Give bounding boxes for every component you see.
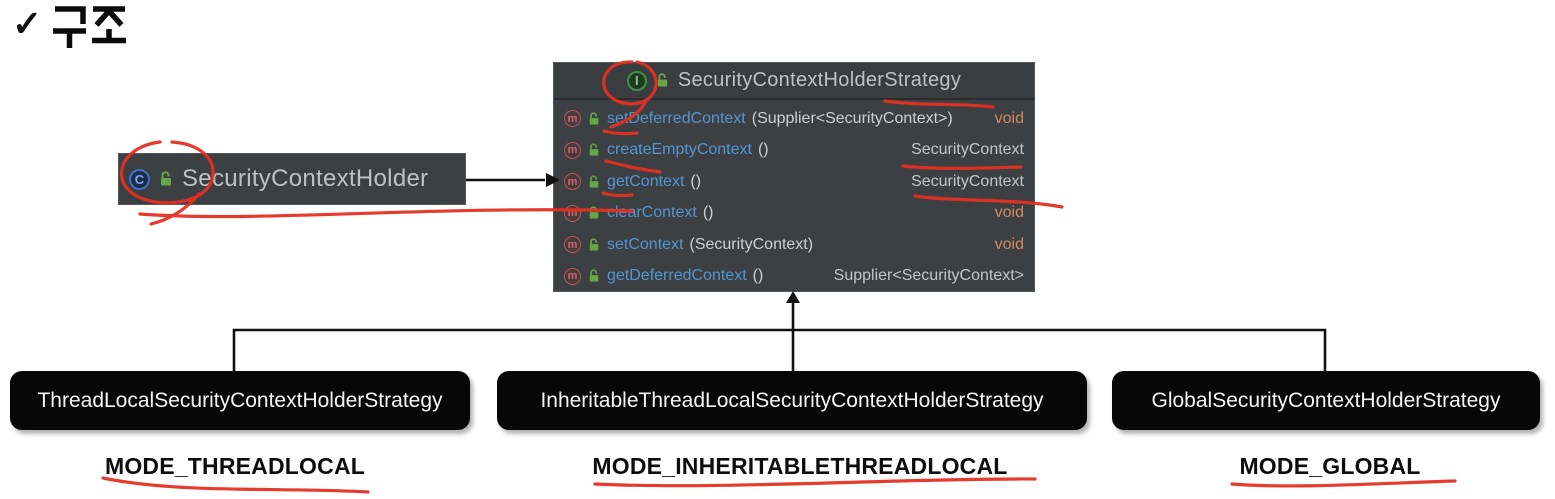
impl-name: InheritableThreadLocalSecurityContextHol… [540,388,1044,412]
method-icon: m [564,110,581,128]
mode-label-threadlocal: MODE_THREADLOCAL [104,452,366,479]
method-row-setdeferredcontext[interactable]: m setDeferredContext (Supplier<SecurityC… [554,103,1034,135]
impl-name: GlobalSecurityContextHolderStrategy [1151,388,1501,412]
method-name: getDeferredContext [607,267,747,285]
method-name: setDeferredContext [607,109,746,127]
impl-name: ThreadLocalSecurityContextHolderStrategy [37,388,443,412]
annotation-underline-mode-global [1230,479,1457,488]
method-return-type: void [994,109,1024,127]
class-name: SecurityContextHolder [182,165,429,192]
method-params: (SecurityContext) [689,235,814,253]
method-return-type: void [994,204,1024,222]
impl-node-inheritablethreadlocal[interactable]: InheritableThreadLocalSecurityContextHol… [497,371,1087,430]
unlocked-icon [588,143,600,157]
interface-name: SecurityContextHolderStrategy [677,69,962,91]
method-name: setContext [607,235,684,253]
method-params: () [690,172,702,190]
method-icon: m [564,141,581,159]
method-icon: m [564,204,581,222]
method-params: () [702,204,714,222]
method-icon: m [564,236,581,254]
method-icon: m [564,173,581,191]
unlocked-icon [588,269,600,283]
method-return-type: void [994,235,1024,253]
method-row-getdeferredcontext[interactable]: m getDeferredContext () Supplier<Securit… [554,261,1034,293]
method-row-clearcontext[interactable]: m clearContext () void [554,198,1034,230]
interface-header: I SecurityContextHolderStrategy [554,63,1034,100]
interface-node-securitycontextholderstrategy[interactable]: I SecurityContextHolderStrategy m setDef… [553,62,1035,292]
impl-node-global[interactable]: GlobalSecurityContextHolderStrategy [1112,371,1540,430]
method-row-setcontext[interactable]: m setContext (SecurityContext) void [554,229,1034,261]
method-icon: m [564,267,581,285]
class-node-securitycontextholder[interactable]: C SecurityContextHolder [118,153,466,205]
method-return-type: SecurityContext [911,172,1024,190]
method-name: createEmptyContext [607,141,752,159]
method-return-type: Supplier<SecurityContext> [833,267,1024,285]
unlocked-icon [588,175,600,189]
method-name: clearContext [607,204,697,222]
checkmark-icon: ✓ [12,3,43,44]
arrowhead-up [786,291,800,303]
method-name: getContext [607,172,685,190]
method-row-getcontext[interactable]: m getContext () SecurityContext [554,166,1034,198]
mode-label-inheritablethreadlocal: MODE_INHERITABLETHREADLOCAL [592,452,1008,479]
mode-label-global: MODE_GLOBAL [1239,452,1421,479]
method-return-type: SecurityContext [911,141,1024,159]
impl-node-threadlocal[interactable]: ThreadLocalSecurityContextHolderStrategy [10,371,470,430]
unlocked-icon [656,73,669,88]
class-icon: C [129,168,150,190]
method-params: () [752,267,764,285]
page-title: ✓ [12,2,128,50]
interface-method-list: m setDeferredContext (Supplier<SecurityC… [554,100,1034,292]
interface-icon: I [626,70,647,91]
page-title-korean [52,2,128,50]
unlocked-icon [588,112,600,126]
connector-tree-bracket [232,328,1327,371]
method-row-createemptycontext[interactable]: m createEmptyContext () SecurityContext [554,135,1034,167]
unlocked-icon [159,171,173,187]
unlocked-icon [588,238,600,252]
method-params: (Supplier<SecurityContext>) [751,109,953,127]
unlocked-icon [588,206,600,220]
method-params: () [757,141,769,159]
